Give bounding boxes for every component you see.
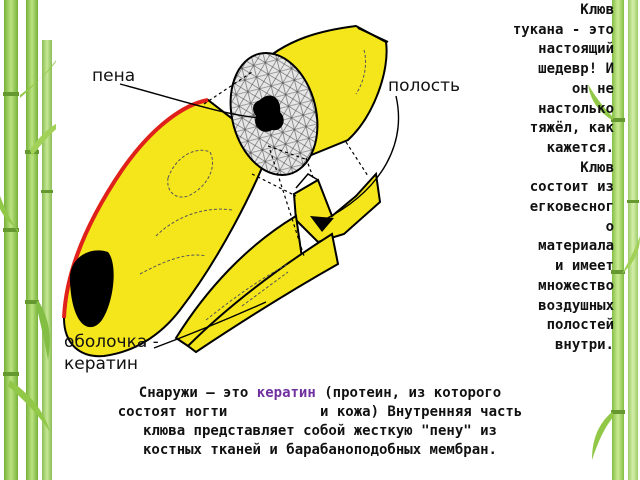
beak-section-middle [292,171,382,244]
side-text-line: тукана - это [512,21,614,38]
bottom-text-line-1: Снаружи – это кератин (протеин, из котор… [8,384,632,403]
side-text-line: полостей [546,317,614,334]
side-text-line: Клюв [580,2,614,18]
bottom-text-line-2: состоят ногти и кожа) Внутренняя часть [117,404,523,420]
side-text-line: материала [538,238,614,255]
beak-shell-large [62,98,272,358]
side-text-line: настолько [538,100,614,117]
side-text-line: тяжёл, как [529,120,614,137]
bottom-description: Снаружи – это кератин (протеин, из котор… [8,384,632,460]
side-text-line: внутри. [554,336,614,353]
label-shell-line1: оболочка - [64,332,159,352]
side-text-line: и имеет [554,258,614,275]
side-text-line: воздушных [538,297,614,314]
beak-diagram-svg [62,24,400,358]
side-description: Клюв тукана - это настоящий шедевр! И он… [424,1,614,356]
label-shell-line2: кератин [64,354,139,374]
side-text-line: егковесног [529,199,614,216]
dashed-connectors [203,71,369,257]
side-text-line: Клюв [580,159,614,176]
bottom-text-line-1-before: Снаружи – это [138,385,257,401]
side-text-line: кажется. [546,139,614,156]
side-text-line: состоит из [529,179,614,196]
label-foam: пена [92,66,136,86]
bottom-text-line-4: костных тканей и барабаноподобных мембра… [142,442,497,458]
side-text-line: множество [538,277,614,294]
side-text-line: шедевр! И [538,61,614,78]
side-text-line: настоящий [538,41,614,58]
label-cavity: полость [388,76,461,96]
side-text-line: о [605,218,614,235]
beak-section-lower [174,214,340,354]
beak-structure-diagram: пена полость оболочка - кератин [56,20,468,382]
side-text-line: он не [571,80,614,97]
bottom-text-line-3: клюва представляет собой жесткую "пену" … [142,423,497,439]
keratin-highlight: кератин [256,385,316,401]
pointer-lines [119,83,400,349]
bottom-text-line-1-after: (протеин, из которого [315,385,502,401]
cavity-black [253,95,284,132]
beak-tip-black [69,250,114,328]
beak-section-top [229,24,389,177]
